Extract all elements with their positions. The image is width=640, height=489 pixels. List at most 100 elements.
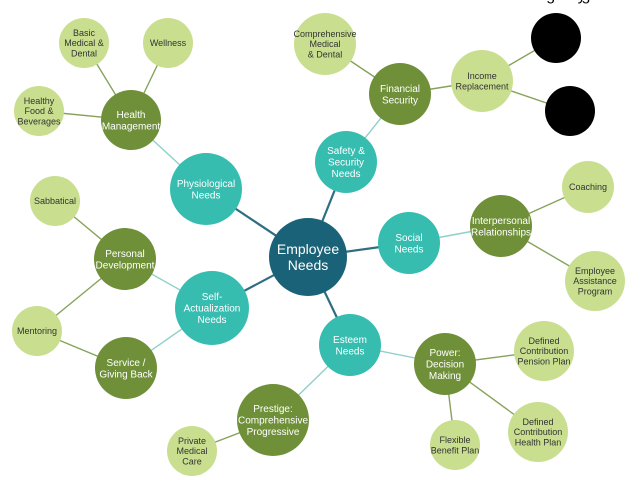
node-circle-employee-needs (269, 218, 347, 296)
node-label-line: Needs (336, 346, 365, 357)
node-circle-coaching (562, 161, 614, 213)
node-label-line: Progressive (247, 427, 300, 438)
node-label-line: Long-term (520, 0, 593, 4)
node-circle-defined-contribution-health-plan (508, 402, 568, 462)
node-label-line: Beverages (17, 117, 61, 127)
node-label-line: Assistance (573, 276, 617, 286)
node-circle-healthy-food-beverages (14, 86, 64, 136)
node-label-line: Needs (198, 315, 227, 326)
node-label-line: Interpersonal (472, 216, 530, 227)
node-circle-basic-medical-dental (59, 18, 109, 68)
node-label-line: Food & (24, 106, 53, 116)
node-label-line: Security (328, 158, 364, 169)
node-circle-social-needs (378, 212, 440, 274)
node-label-line: Giving Back (99, 369, 153, 380)
node-label-line: Needs (395, 244, 424, 255)
node-circle-retirement-pension-savings (545, 86, 595, 136)
node-label-line: Service / (107, 358, 146, 369)
node-circle-prestige-comprehensive-progressive (237, 384, 309, 456)
node-label-line: Financial (380, 84, 420, 95)
node-label-line: Dental (71, 49, 97, 59)
node-label-line: Comprehensive (293, 29, 356, 39)
node-label-line: Savings (542, 0, 599, 4)
node-label-line: Flexible (439, 435, 470, 445)
node-circle-safety-security-needs (315, 131, 377, 193)
node-label-line: Health Plan (515, 438, 562, 448)
node-label-line: Relationships (471, 227, 531, 238)
node-label-line: Disability: (522, 0, 590, 4)
node-circle-health-management (101, 90, 161, 150)
node-label-line: Care (182, 457, 202, 467)
node-label-line: Decision (426, 360, 464, 371)
node-circle-personal-development (94, 228, 156, 290)
node-label-line: Security (382, 95, 418, 106)
node-mentoring: Mentoring (12, 306, 62, 356)
node-label-line: Needs (288, 257, 328, 273)
node-circle-mentoring (12, 306, 62, 356)
node-circle-power-decision-making (414, 333, 476, 395)
node-label-line: Short-term (518, 0, 594, 4)
node-label-line: Physiological (177, 179, 235, 190)
node-label-line: Defined (522, 417, 553, 427)
node-circle-sabbatical (30, 176, 80, 226)
node-label-line: Power: (429, 348, 460, 359)
node-label-line: Coaching (569, 182, 607, 192)
node-label-line: Needs (192, 190, 221, 201)
node-label-line: Social (395, 233, 422, 244)
node-label-line: Basic (73, 28, 96, 38)
node-circle-defined-contribution-pension-plan (514, 321, 574, 381)
node-label-line: Private (178, 436, 206, 446)
node-label-line: Prestige: (253, 404, 292, 415)
node-label-line: Making (429, 371, 461, 382)
node-circle-financial-security (369, 63, 431, 125)
node-sabbatical: Sabbatical (30, 176, 80, 226)
node-retirement-pension-savings: Retirement:PensionSavings (529, 0, 612, 136)
node-label-line: Contribution (520, 346, 569, 356)
node-circle-private-medical-care (167, 426, 217, 476)
node-circle-disability-short-term-long-term (531, 13, 581, 63)
node-circle-self-actualization-needs (175, 271, 249, 345)
node-label-line: Management (102, 121, 161, 132)
node-wellness: Wellness (143, 18, 193, 68)
node-disability-short-term-long-term: Disability:Short-termLong-term (518, 0, 594, 63)
node-label-line: Personal (105, 249, 144, 260)
node-circle-income-replacement (451, 50, 513, 112)
node-label-line: Health (117, 110, 146, 121)
node-label-line: Self- (202, 292, 223, 303)
node-circle-physiological-needs (170, 153, 242, 225)
node-circle-comprehensive-medical-dental (294, 13, 356, 75)
node-label-line: Comprehensive (238, 416, 308, 427)
node-label-line: Safety & (327, 146, 365, 157)
node-label-line: Income (467, 71, 497, 81)
node-circle-flexible-benefit-plan (430, 420, 480, 470)
node-label-line: Retirement: (529, 0, 612, 4)
node-label-line: Contribution (514, 427, 563, 437)
node-label-line: Needs (332, 169, 361, 180)
node-label-line: Employee (277, 241, 339, 257)
node-label-line: Medical (176, 446, 207, 456)
node-service-giving-back: Service /Giving Back (95, 337, 157, 399)
node-label-line: Pension (541, 0, 599, 4)
node-label-line: Actualization (184, 304, 241, 315)
node-label-line: Sabbatical (34, 196, 76, 206)
